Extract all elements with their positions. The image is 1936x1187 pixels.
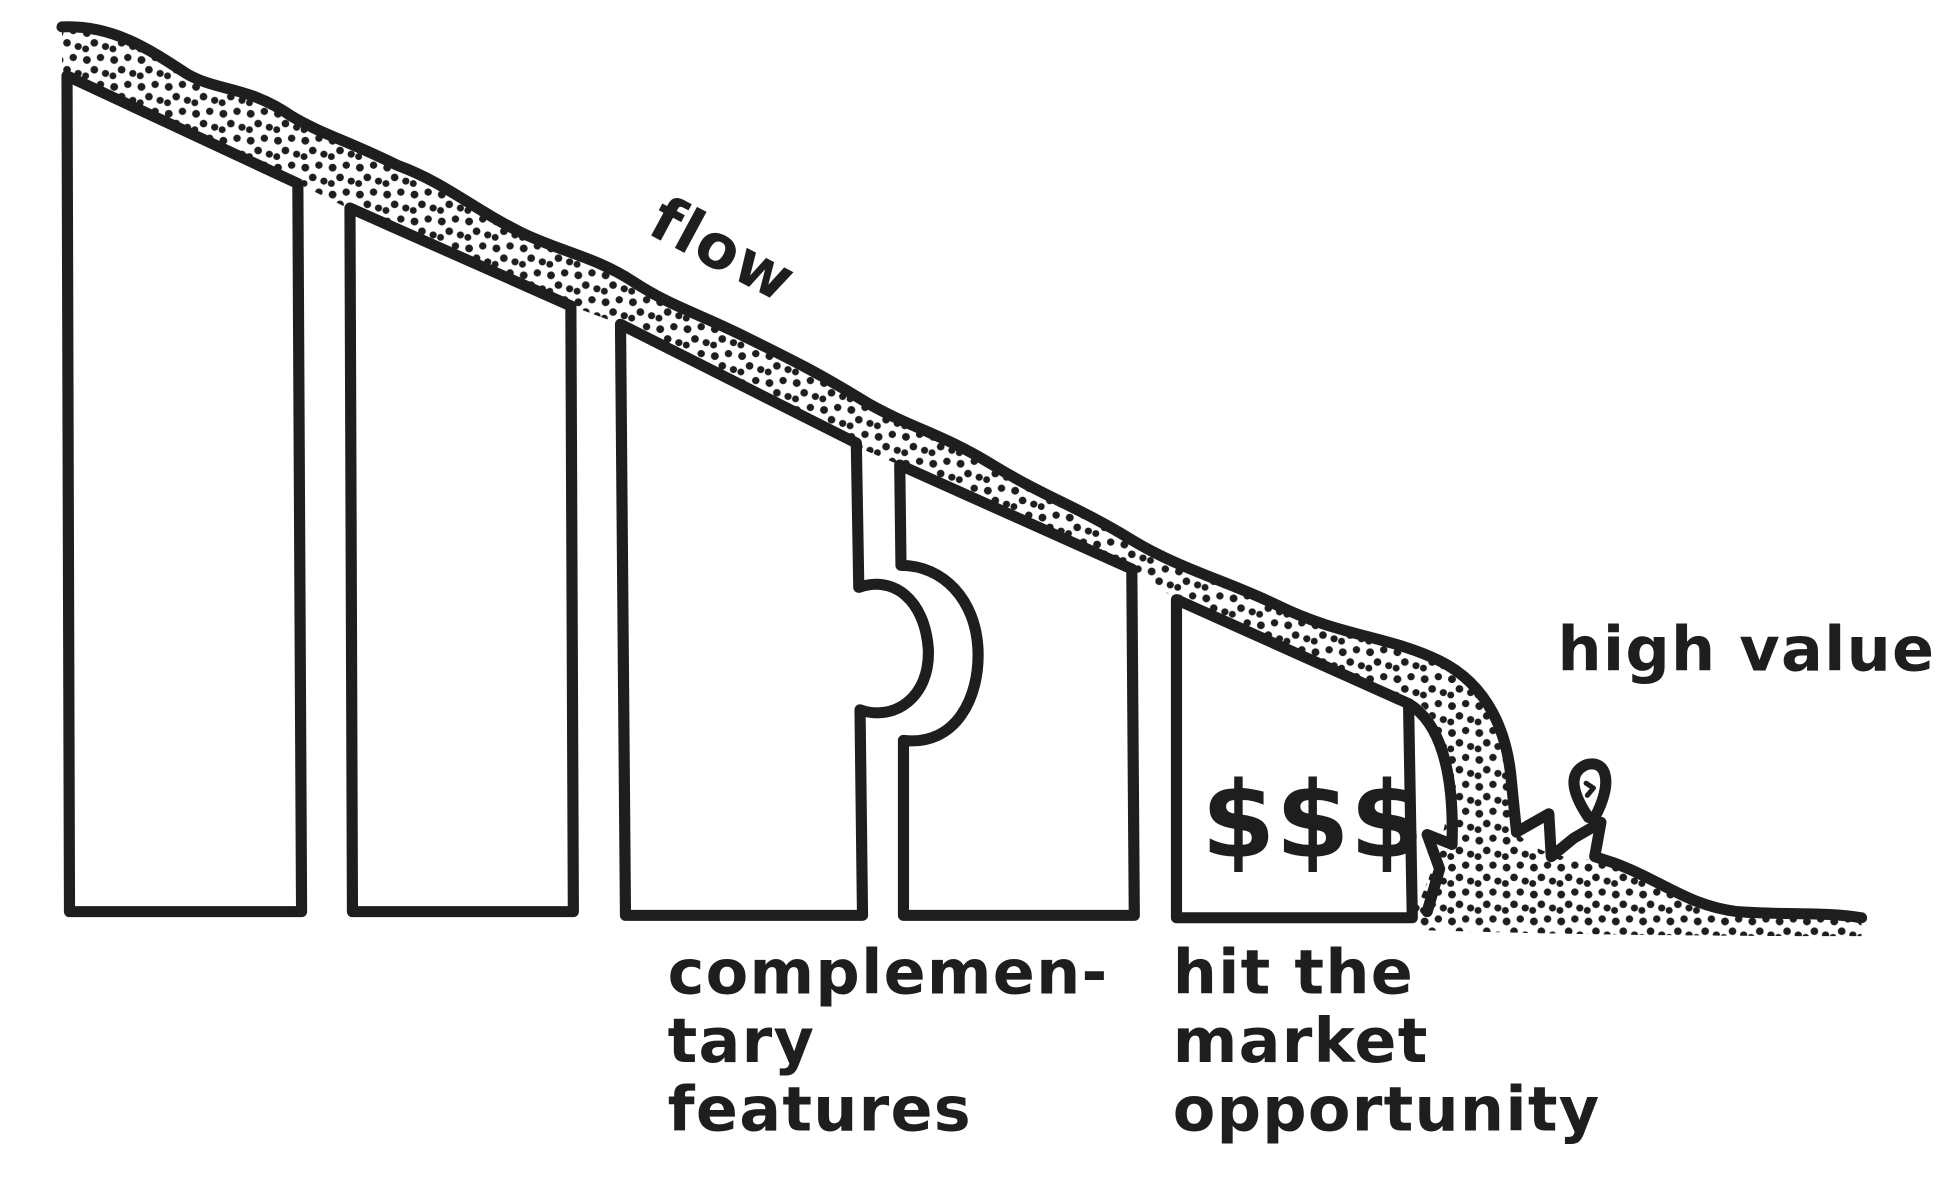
money-label: $$$ — [1201, 759, 1424, 881]
block-2 — [344, 202, 579, 918]
high-value-label: high value — [1557, 614, 1935, 685]
block-3 — [614, 318, 934, 921]
complementary-line-3: features — [668, 1074, 972, 1145]
puzzle-connector-icon — [899, 561, 982, 653]
flow-stream-icon — [56, 21, 1862, 937]
complementary-line-1: complemen- — [668, 937, 1109, 1008]
complementary-features-label: complemen- tary features — [668, 937, 1109, 1146]
droplet-icon — [1568, 758, 1612, 823]
block-1 — [61, 70, 308, 918]
market-opportunity-label: hit the market opportunity — [1173, 937, 1601, 1146]
market-line-3: opportunity — [1173, 1074, 1601, 1145]
block-5: $$$ — [1170, 594, 1424, 924]
complementary-line-2: tary — [668, 1006, 816, 1077]
market-line-2: market — [1173, 1006, 1429, 1077]
market-line-1: hit the — [1173, 937, 1414, 1008]
splash-icon — [1421, 808, 1868, 924]
